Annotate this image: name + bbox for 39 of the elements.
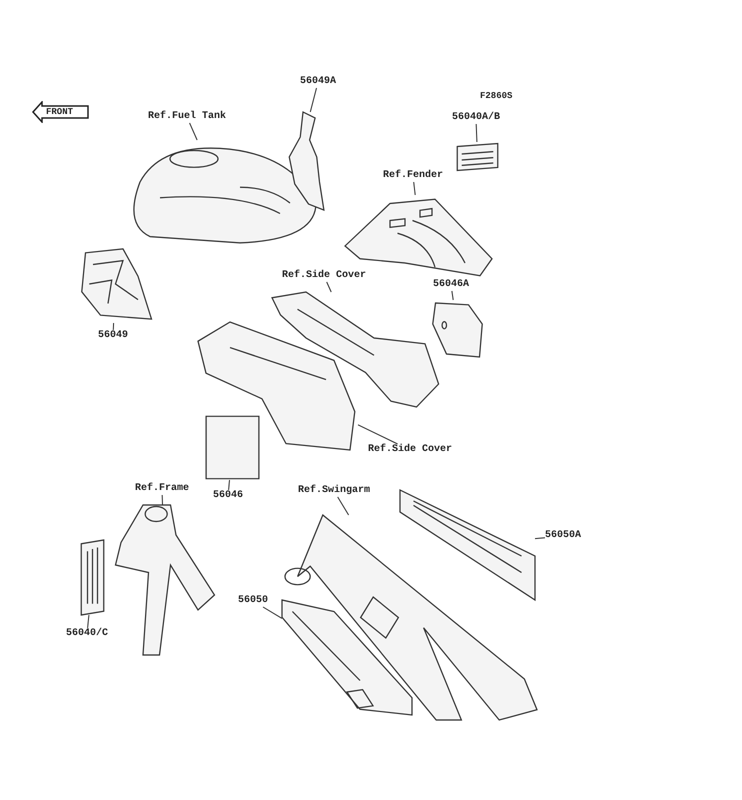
- figure-code: F2860S: [480, 90, 512, 102]
- part-label: Ref.Side Cover: [368, 444, 452, 456]
- part-drawing: [80, 540, 105, 615]
- part-drawing: [198, 322, 358, 450]
- part-label: 56040/C: [66, 628, 108, 640]
- leader-line: [326, 282, 332, 292]
- part-label: 56046: [213, 490, 244, 502]
- part-label: Ref.Side Cover: [282, 270, 366, 282]
- part-label: 56049: [98, 330, 128, 342]
- leader-line: [112, 322, 114, 330]
- part-label: 56046A: [433, 279, 470, 291]
- part-label: 56050: [238, 595, 268, 607]
- leader-line: [189, 122, 198, 140]
- part-drawing: [282, 600, 412, 715]
- leader-line: [534, 537, 546, 540]
- part-label: Ref.Fuel Tank: [148, 111, 226, 123]
- leader-line: [451, 290, 454, 300]
- part-drawing: [205, 415, 260, 480]
- leader-line: [476, 124, 478, 142]
- leader-line: [87, 614, 90, 628]
- part-label: Ref.Fender: [383, 170, 444, 182]
- part-label: Ref.Frame: [135, 483, 190, 495]
- leader-line: [228, 480, 230, 490]
- leader-line: [337, 496, 350, 516]
- part-label: 56049A: [300, 76, 336, 88]
- part-drawing: [400, 490, 535, 600]
- part-label: 56050A: [545, 530, 582, 542]
- part-drawing: [285, 515, 537, 720]
- direction-label: FRONT: [46, 106, 74, 118]
- part-label: 56040A/B: [452, 112, 500, 124]
- part-drawing: [430, 300, 485, 360]
- leader-line: [162, 494, 163, 506]
- leader-line: [310, 88, 317, 112]
- part-label: Ref.Swingarm: [298, 485, 370, 497]
- part-drawing: [272, 292, 442, 407]
- leader-line: [358, 424, 398, 444]
- leader-line: [262, 606, 282, 619]
- leader-line: [413, 182, 416, 196]
- part-drawing: [455, 142, 500, 172]
